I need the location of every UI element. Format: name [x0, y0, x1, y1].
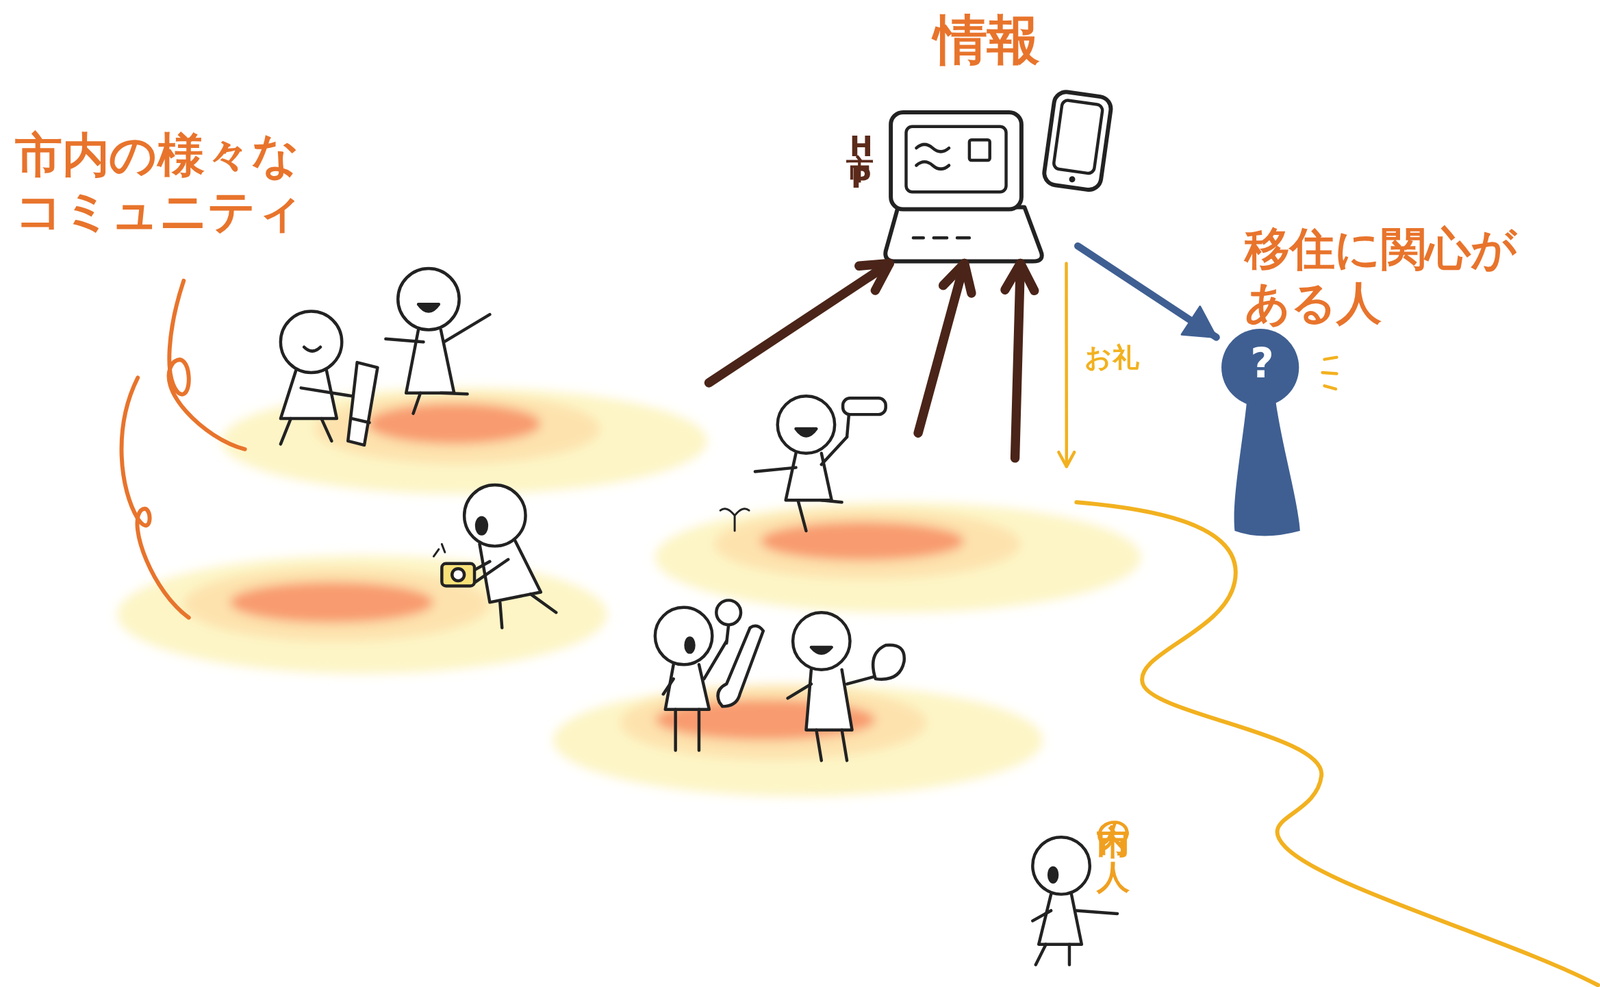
figure-head: [280, 311, 342, 373]
stick-tool: [718, 625, 764, 707]
person-node: ?移住に関心がある人: [1216, 326, 1309, 539]
arrow-connector: [708, 263, 890, 383]
screen-text: [916, 144, 949, 170]
laptop-base: [885, 207, 1042, 262]
pencil-line: [351, 418, 370, 423]
arrow-connector: [1058, 263, 1075, 467]
arrow-shaft: [918, 263, 965, 434]
figure-limbs: [471, 559, 557, 628]
arrow-connector: [1005, 263, 1035, 459]
arrow-head: [1005, 263, 1035, 291]
figure-body: [280, 370, 337, 419]
community-group: 市内の様々なコミュニティ: [117, 382, 1148, 802]
road-line: [1076, 501, 1598, 985]
community-glow: [117, 387, 1141, 796]
node-caption: 市HP: [844, 130, 878, 194]
arrow-head: [943, 263, 972, 294]
computer: [885, 90, 1112, 262]
screen-image: [969, 139, 990, 161]
screen: [906, 126, 1007, 192]
arrow-shaft: [1064, 263, 1069, 467]
glow-inner: [759, 521, 964, 561]
monitor: [890, 112, 1022, 210]
figure-face: [418, 303, 439, 311]
arrow-head: [1058, 451, 1075, 467]
node-heading: 情報: [933, 8, 1097, 72]
figure-head: [397, 268, 459, 330]
glow-outer: [553, 683, 1043, 797]
paddle: [872, 644, 905, 680]
figure-head: [1032, 836, 1090, 894]
roller-handle: [846, 413, 849, 437]
arrow-connector: [918, 263, 972, 434]
vertical-label: 市内の人: [1094, 798, 1134, 836]
lollipop-stick: [726, 624, 729, 643]
figure-head: [792, 612, 850, 669]
figure-face: [303, 347, 321, 352]
figure-head: [777, 395, 835, 453]
figure-body: [1038, 894, 1082, 945]
edge-label: お礼: [1084, 339, 1139, 376]
glow-inner: [229, 581, 434, 624]
leader-curl: [121, 377, 189, 617]
glow-inner: [367, 403, 541, 445]
arrow-head: [1181, 306, 1217, 338]
glow-mid: [714, 509, 1021, 579]
figure-body: [665, 664, 710, 710]
phone-screen: [1052, 99, 1103, 174]
keyboard: [913, 236, 970, 239]
question-mark: ?: [1241, 338, 1284, 389]
lollipop: [716, 599, 741, 625]
camera-flash: [433, 543, 445, 556]
figure-face: [476, 517, 487, 535]
figure-body: [805, 669, 852, 730]
pencil: [347, 362, 378, 446]
figure-limbs: [280, 387, 352, 444]
phone: [1042, 90, 1113, 192]
stick-figures: [280, 268, 1118, 964]
arrow-shaft: [1015, 263, 1021, 459]
website-node: 情報市HP: [882, 89, 1112, 263]
sprout: [720, 508, 749, 531]
person-body: [1234, 399, 1301, 536]
figure-limbs: [1032, 909, 1118, 964]
figure-face: [1048, 867, 1058, 882]
camera: [441, 563, 475, 587]
figure-face: [686, 638, 695, 653]
arrow-shaft: [708, 263, 890, 383]
arrow-head: [859, 263, 891, 291]
arrow-shaft: [1077, 245, 1216, 337]
arrow-connector: [1077, 245, 1216, 337]
figure-face: [811, 646, 832, 654]
phone-body: [1042, 90, 1113, 192]
node-heading: 移住に関心がある人: [1244, 222, 1531, 330]
curious-marks: [1322, 357, 1338, 389]
roller: [842, 397, 886, 415]
phone-button: [1069, 176, 1075, 183]
figure-head: [464, 484, 526, 546]
glow-outer: [117, 555, 607, 674]
camera-lens: [451, 568, 465, 581]
person-head: [1221, 328, 1299, 406]
glow-outer: [655, 501, 1141, 613]
figure-limbs: [788, 675, 878, 761]
group-heading: 市内の様々なコミュニティ: [15, 127, 311, 241]
leader-curl: [169, 280, 246, 450]
figure-head: [655, 607, 713, 665]
figure-face: [796, 428, 817, 436]
